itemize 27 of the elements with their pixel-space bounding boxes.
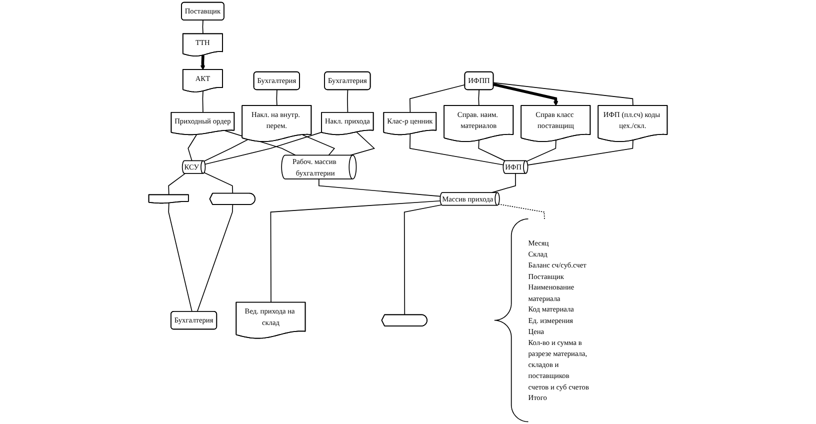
connector [347, 90, 348, 114]
connector [202, 90, 204, 114]
connector [276, 90, 278, 106]
connector [478, 140, 506, 162]
connector [318, 178, 441, 197]
connector [196, 204, 234, 312]
connector [168, 173, 186, 196]
connector [188, 134, 197, 162]
connector [202, 20, 204, 34]
connector [224, 130, 296, 156]
connector [409, 134, 504, 166]
connector [204, 132, 322, 165]
connector [498, 204, 545, 220]
connector [270, 200, 441, 303]
connector [478, 90, 480, 106]
connector [204, 172, 234, 194]
connector [493, 82, 634, 106]
connector [492, 173, 516, 193]
connector [168, 202, 192, 312]
arrow [200, 55, 206, 70]
connector [526, 140, 556, 162]
connector [204, 139, 248, 162]
connector [409, 84, 466, 114]
connector [527, 140, 634, 166]
connector [302, 134, 336, 156]
arrow [493, 82, 558, 106]
connector [404, 204, 442, 316]
